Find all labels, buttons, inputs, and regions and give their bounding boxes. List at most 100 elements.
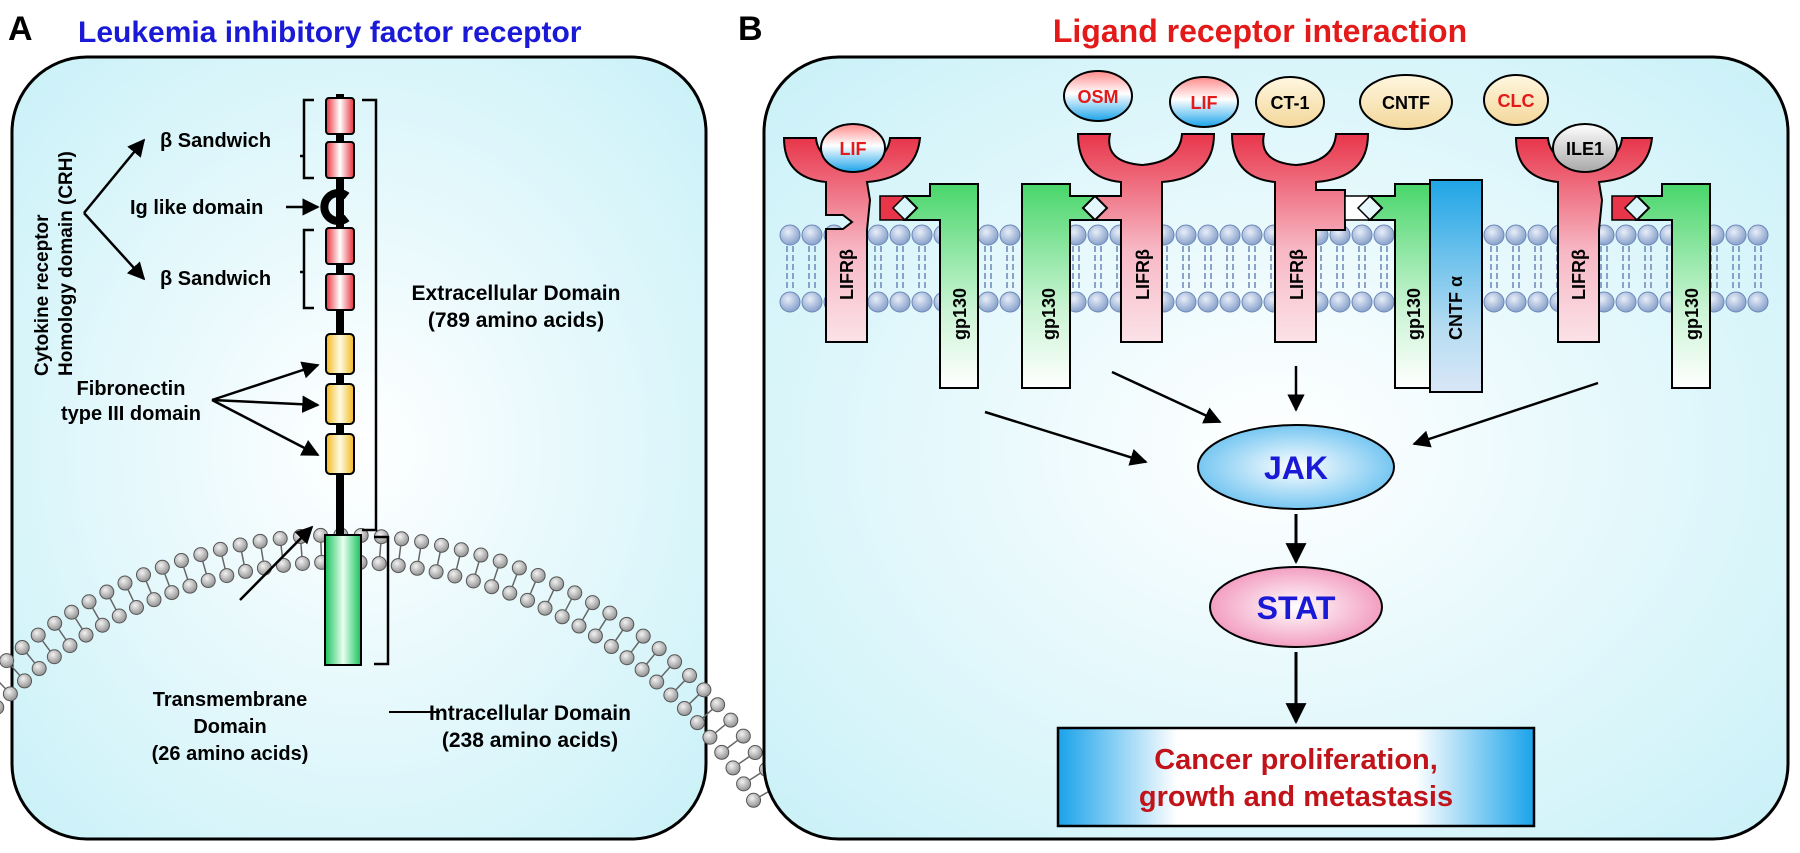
fibronectin-domain [325, 433, 355, 475]
lipid-head [46, 649, 62, 665]
lipid-head [801, 291, 823, 313]
lipid-tail [614, 629, 624, 642]
panel-a: A Leukemia inhibitory factor receptor [0, 10, 785, 841]
lipid-head [238, 563, 254, 579]
beta-sandwich-domain [325, 273, 355, 311]
lipid-head [602, 605, 618, 621]
lipid-tail [675, 680, 686, 691]
lipid-head [272, 531, 288, 547]
stat-node [1209, 566, 1383, 648]
complex-osm-lif: gp130 LIFRβ [1021, 133, 1216, 389]
beta-sandwich-domain [325, 227, 355, 265]
lipid-head [99, 584, 115, 600]
gp130-label: gp130 [1404, 288, 1424, 340]
panel-b-title: Ligand receptor interaction [1053, 13, 1467, 49]
lipid-head [1725, 224, 1747, 246]
lipid-head [682, 668, 698, 684]
lipid-head [1527, 291, 1549, 313]
cntf-ligand-label: CNTF [1382, 93, 1430, 113]
lipid-head [689, 715, 705, 731]
fn-arrow-2 [211, 395, 320, 413]
lipid-head [154, 559, 170, 575]
gp130-label: gp130 [1039, 288, 1059, 340]
lipid-head [511, 560, 527, 576]
lipid-head [1197, 224, 1219, 246]
lipid-head [977, 224, 999, 246]
lipid-head [801, 224, 823, 246]
lipid-tail [109, 597, 117, 611]
lifr-beta-label: LIFRβ [1569, 249, 1589, 300]
crh-arrow-up [83, 138, 146, 214]
lipid-head [453, 542, 469, 558]
lipid-head [81, 594, 97, 610]
lipid-head [746, 792, 762, 808]
lipid-head [434, 537, 450, 553]
ct1-ligand-label: CT-1 [1270, 93, 1309, 113]
lipid-head [1351, 224, 1373, 246]
lipid-tail [240, 551, 245, 565]
lipid-head [1329, 291, 1351, 313]
outcome-line2: growth and metastasis [1139, 781, 1453, 813]
gp130-receptor [1021, 183, 1098, 389]
osm-ligand [1063, 70, 1133, 122]
beta-brace-bottom [300, 228, 314, 310]
lipid-head [292, 529, 308, 545]
lipid-head [676, 701, 692, 717]
lipid-head [696, 682, 712, 698]
lipid-tail [202, 561, 208, 574]
lipid-tail [26, 652, 36, 664]
complex-cntf: LIFRβ gp130 CNTF α [1230, 133, 1483, 393]
lipid-tail [260, 548, 265, 562]
lipid-tail [702, 708, 713, 719]
lipid-head [62, 638, 78, 654]
lipid-head [256, 560, 272, 576]
lipid-head [747, 745, 763, 761]
lipid-head [549, 576, 565, 592]
panel-b-letter: B [738, 10, 763, 48]
lipid-head [1087, 224, 1109, 246]
beta-brace-top [300, 98, 314, 180]
lipid-tail [10, 665, 21, 677]
lipid-tail [738, 755, 750, 765]
lipid-head [232, 537, 248, 553]
beta-sandwich-domain [325, 141, 355, 179]
lipid-tail [221, 555, 226, 569]
lifr-hook [1611, 195, 1639, 221]
lipid-head [17, 673, 33, 689]
lipid-head [1219, 291, 1241, 313]
ig-like-domain-shape [320, 189, 350, 225]
gp130-receptor [902, 183, 979, 389]
lipid-head [0, 653, 15, 669]
lipid-head [585, 595, 600, 611]
lipid-head [1373, 291, 1395, 313]
gp130-label: gp130 [1682, 288, 1702, 340]
lipid-head [571, 618, 587, 634]
lipid-tail [398, 545, 402, 559]
lif-ligand-top [1169, 76, 1239, 128]
lipid-tail [529, 581, 537, 595]
fibronectin-label-line1: Fibronectin [77, 378, 186, 400]
lipid-head [619, 616, 635, 632]
intracellular-brace [374, 535, 390, 666]
lipid-head [725, 760, 741, 776]
panel-a-background [10, 55, 708, 841]
lipid-head [1615, 291, 1637, 313]
arrow-to-jak [984, 410, 1148, 466]
lipid-tail [417, 548, 422, 562]
lipid-head [530, 567, 546, 583]
lipid-head [1175, 291, 1197, 313]
arrow-to-jak [1412, 381, 1599, 448]
lipid-head [889, 291, 911, 313]
lipid-head [1241, 291, 1263, 313]
lipid-tail [581, 608, 590, 621]
lipid-head [651, 641, 667, 657]
clc-ligand-label: CLC [1498, 91, 1535, 111]
lipid-head [164, 585, 180, 601]
ile1-ligand [1552, 123, 1618, 173]
panel-a-letter: A [8, 10, 33, 48]
lipid-head [537, 600, 553, 616]
lipid-head [587, 628, 603, 644]
lipid-head [1505, 291, 1527, 313]
lipid-head [1527, 224, 1549, 246]
